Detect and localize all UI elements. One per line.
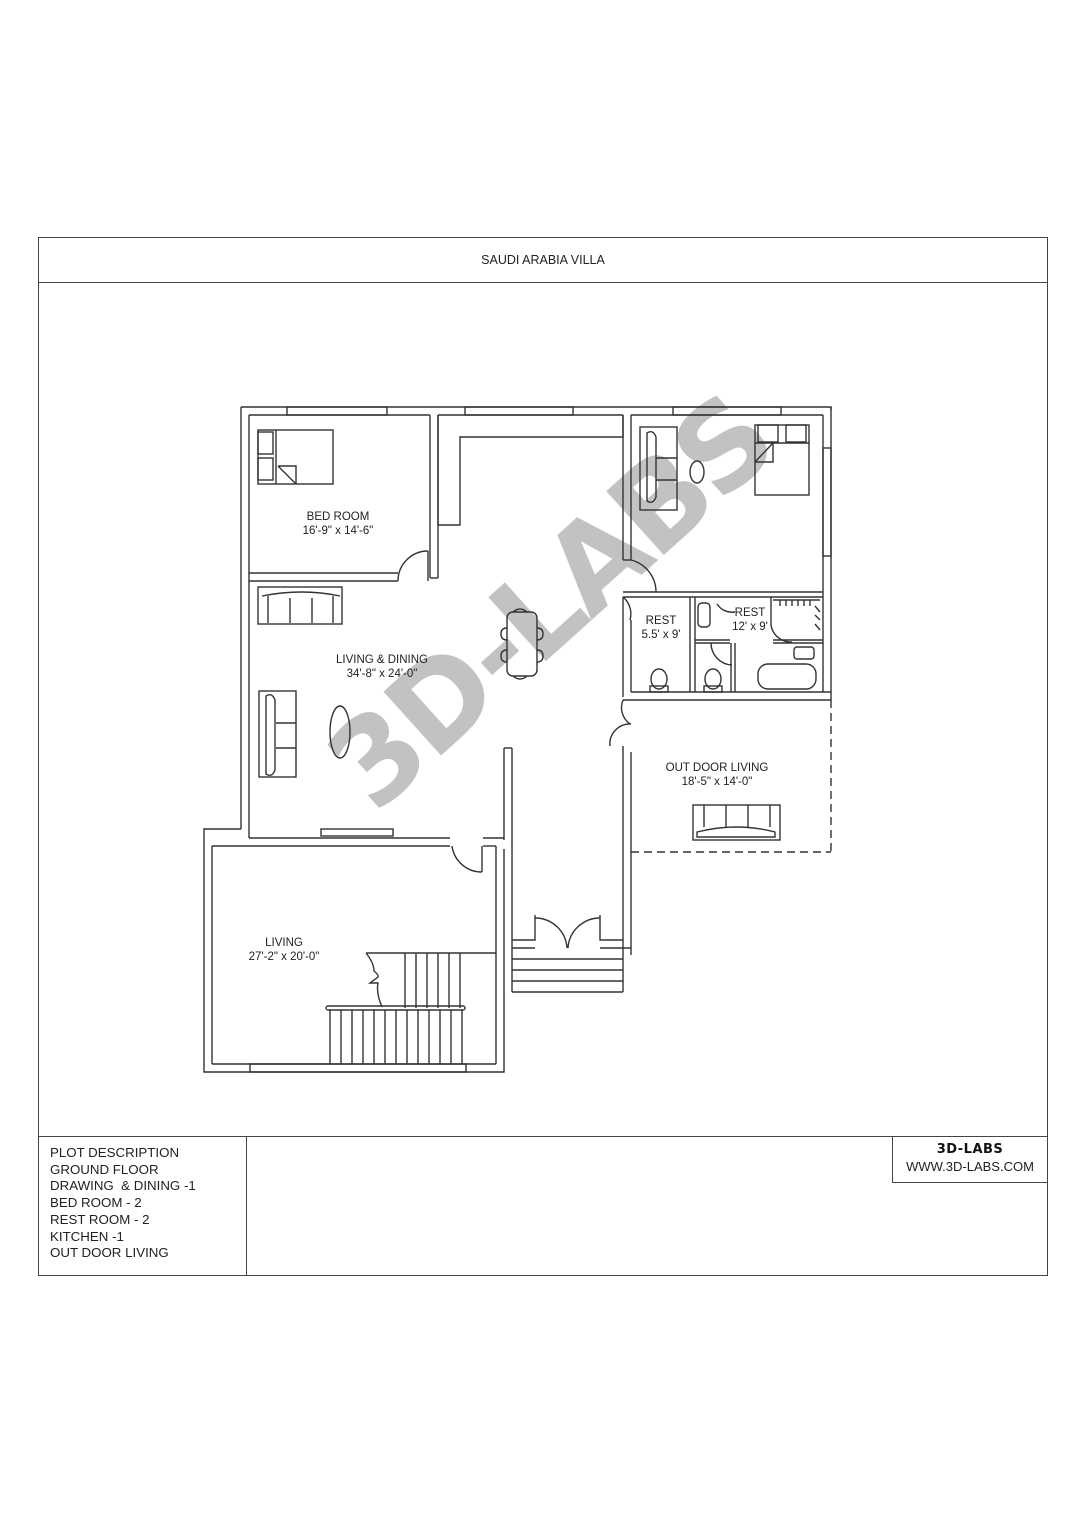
plot-description: PLOT DESCRIPTION GROUND FLOOR DRAWING & … — [39, 1137, 247, 1275]
main-entrance — [511, 915, 631, 993]
title-block: PLOT DESCRIPTION GROUND FLOOR DRAWING & … — [39, 1136, 1047, 1275]
plot-description-line: OUT DOOR LIVING — [50, 1245, 169, 1261]
room-label-rest-2: REST 12' x 9' — [732, 606, 768, 634]
room-name: LIVING & DINING — [335, 654, 429, 666]
room-size: 12' x 9' — [732, 621, 768, 633]
room-name: REST — [645, 615, 677, 627]
room-name: REST — [734, 607, 766, 619]
room-size: 5.5' x 9' — [641, 629, 681, 641]
bedroom-2-walls — [622, 415, 823, 598]
plot-description-line: GROUND FLOOR — [50, 1161, 159, 1177]
room-size: 18'-5" x 14'-0" — [681, 776, 753, 788]
drawing-title: SAUDI ARABIA VILLA — [39, 238, 1047, 283]
room-name: BED ROOM — [306, 511, 370, 523]
plot-description-line: BED ROOM - 2 — [50, 1195, 142, 1211]
brand-url[interactable]: WWW.3D-LABS.COM — [906, 1159, 1034, 1174]
room-label-outdoor-living: OUT DOOR LIVING 18'-5" x 14'-0" — [666, 761, 769, 789]
room-label-bedroom: BED ROOM 16'-9" x 14'-6" — [303, 510, 374, 538]
brand-box: 3D-LABS WWW.3D-LABS.COM — [892, 1137, 1047, 1183]
plot-description-line: DRAWING & DINING -1 — [50, 1178, 196, 1194]
plot-description-heading: PLOT DESCRIPTION — [50, 1145, 180, 1160]
brand-logo-text: 3D-LABS — [936, 1142, 1004, 1157]
room-name: OUT DOOR LIVING — [665, 762, 769, 774]
room-label-rest-1: REST 5.5' x 9' — [642, 614, 681, 642]
room-size: 16'-9" x 14'-6" — [302, 525, 374, 537]
plot-description-line: REST ROOM - 2 — [50, 1211, 150, 1227]
exterior-walls — [240, 406, 832, 838]
outdoor-living — [631, 700, 832, 853]
living-dining-furniture — [257, 586, 632, 955]
rest-rooms-walls — [622, 596, 831, 701]
room-name: LIVING — [265, 937, 303, 949]
bedroom-1-walls — [249, 415, 439, 582]
room-label-living: LIVING 27'-2" x 20'-0" — [249, 936, 320, 964]
room-size: 27'-2" x 20'-0" — [248, 951, 320, 963]
plot-description-line: KITCHEN -1 — [50, 1228, 124, 1244]
lower-living-walls — [203, 828, 505, 1073]
room-label-living-dining: LIVING & DINING 34'-8" x 24'-0" — [336, 653, 428, 681]
room-size: 34'-8" x 24'-0" — [346, 668, 418, 680]
drawing-sheet: SAUDI ARABIA VILLA PLOT DESCRIPTION GROU… — [38, 237, 1048, 1276]
